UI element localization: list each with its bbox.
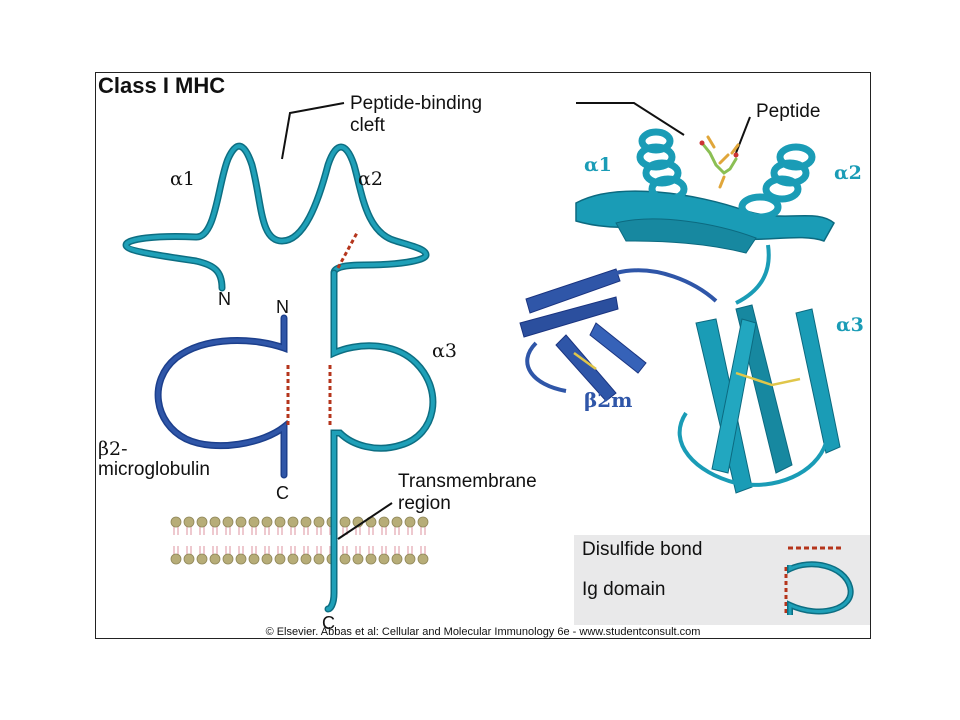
cleft-leader-line	[281, 102, 345, 160]
lipid-head	[339, 516, 351, 528]
linker-loop	[735, 244, 771, 305]
lipid-head	[313, 516, 325, 528]
peptide-pointer-line	[735, 116, 751, 154]
lipid-head	[261, 553, 273, 565]
alpha2-label: α2	[358, 168, 383, 190]
lipid-head	[300, 516, 312, 528]
peptide-leader-line	[576, 102, 685, 136]
lipid-head	[378, 553, 390, 565]
lipid-head	[209, 553, 221, 565]
disulfide-bond-alpha2	[336, 230, 360, 269]
figure-credit: © Elsevier. Abbas et al: Cellular and Mo…	[265, 626, 701, 638]
lipid-head	[391, 516, 403, 528]
lipid-head	[235, 553, 247, 565]
lipid-head	[417, 516, 429, 528]
structure-alpha2-label: α2	[834, 162, 862, 184]
alpha1-helix	[636, 128, 688, 203]
b2m-label-line1: β2-	[98, 438, 128, 460]
tm-leader-line	[337, 502, 393, 540]
lipid-head	[248, 516, 260, 528]
b2m-label-line2: microglobulin	[98, 459, 210, 480]
lipid-head	[274, 553, 286, 565]
legend-symbols	[784, 546, 854, 615]
legend-ig-label: Ig domain	[582, 579, 666, 600]
lipid-head	[183, 553, 195, 565]
alpha3-domain	[677, 304, 841, 494]
lipid-head	[352, 553, 364, 565]
structure-alpha1-label: α1	[584, 154, 612, 176]
lipid-head	[313, 553, 325, 565]
schematic-diagram: Peptide-binding cleft α1 α2 α3 N N C C β…	[98, 93, 864, 633]
lipid-head	[209, 516, 221, 528]
lipid-head	[196, 553, 208, 565]
alpha1-label: α1	[170, 168, 195, 190]
lipid-head	[183, 516, 195, 528]
lipid-head	[222, 516, 234, 528]
lipid-head	[365, 553, 377, 565]
n-terminus-b2m: N	[276, 297, 289, 317]
lipid-head	[404, 516, 416, 528]
c-terminus-b2m: C	[276, 483, 289, 503]
legend-disulfide-label: Disulfide bond	[582, 539, 703, 560]
alpha2-helix	[738, 143, 816, 221]
legend: Disulfide bond Ig domain	[574, 535, 870, 625]
lipid-head	[391, 553, 403, 565]
lipid-head	[417, 553, 429, 565]
lipid-head	[248, 553, 260, 565]
lipid-head	[378, 516, 390, 528]
alpha3-label: α3	[432, 340, 457, 362]
lipid-head	[300, 553, 312, 565]
tm-label-line2: region	[398, 493, 451, 514]
legend-ig-symbol	[788, 562, 853, 615]
b2m-domain	[519, 268, 718, 402]
structure-alpha3-label: α3	[836, 314, 864, 336]
alpha3-chain-fill	[326, 271, 435, 611]
lipid-head	[196, 516, 208, 528]
platform-sheet-2	[615, 218, 757, 254]
alpha-chain-fill	[123, 144, 429, 290]
lipid-head	[339, 553, 351, 565]
tm-label-line1: Transmembrane	[398, 471, 537, 492]
b2m-chain-fill	[156, 316, 286, 477]
figure-title: Class I MHC	[98, 73, 226, 98]
cell-membrane	[170, 516, 429, 565]
cleft-label-line1: Peptide-binding	[350, 93, 482, 114]
lipid-head	[235, 516, 247, 528]
peptide-label: Peptide	[756, 101, 820, 122]
figure-frame: Class I MHC	[95, 72, 871, 639]
structure-b2m-label: β2m	[584, 388, 632, 412]
lipid-head	[261, 516, 273, 528]
ribbon-structure	[519, 128, 841, 494]
lipid-head	[287, 516, 299, 528]
c-terminus-heavy: C	[322, 613, 335, 633]
lipid-head	[404, 553, 416, 565]
peptide-molecule	[699, 135, 740, 189]
lipid-head	[287, 553, 299, 565]
lipid-head	[222, 553, 234, 565]
n-terminus-heavy: N	[218, 289, 231, 309]
lipid-head	[170, 553, 182, 565]
cleft-label-line2: cleft	[350, 115, 386, 136]
lipid-head	[274, 516, 286, 528]
lipid-head	[170, 516, 182, 528]
